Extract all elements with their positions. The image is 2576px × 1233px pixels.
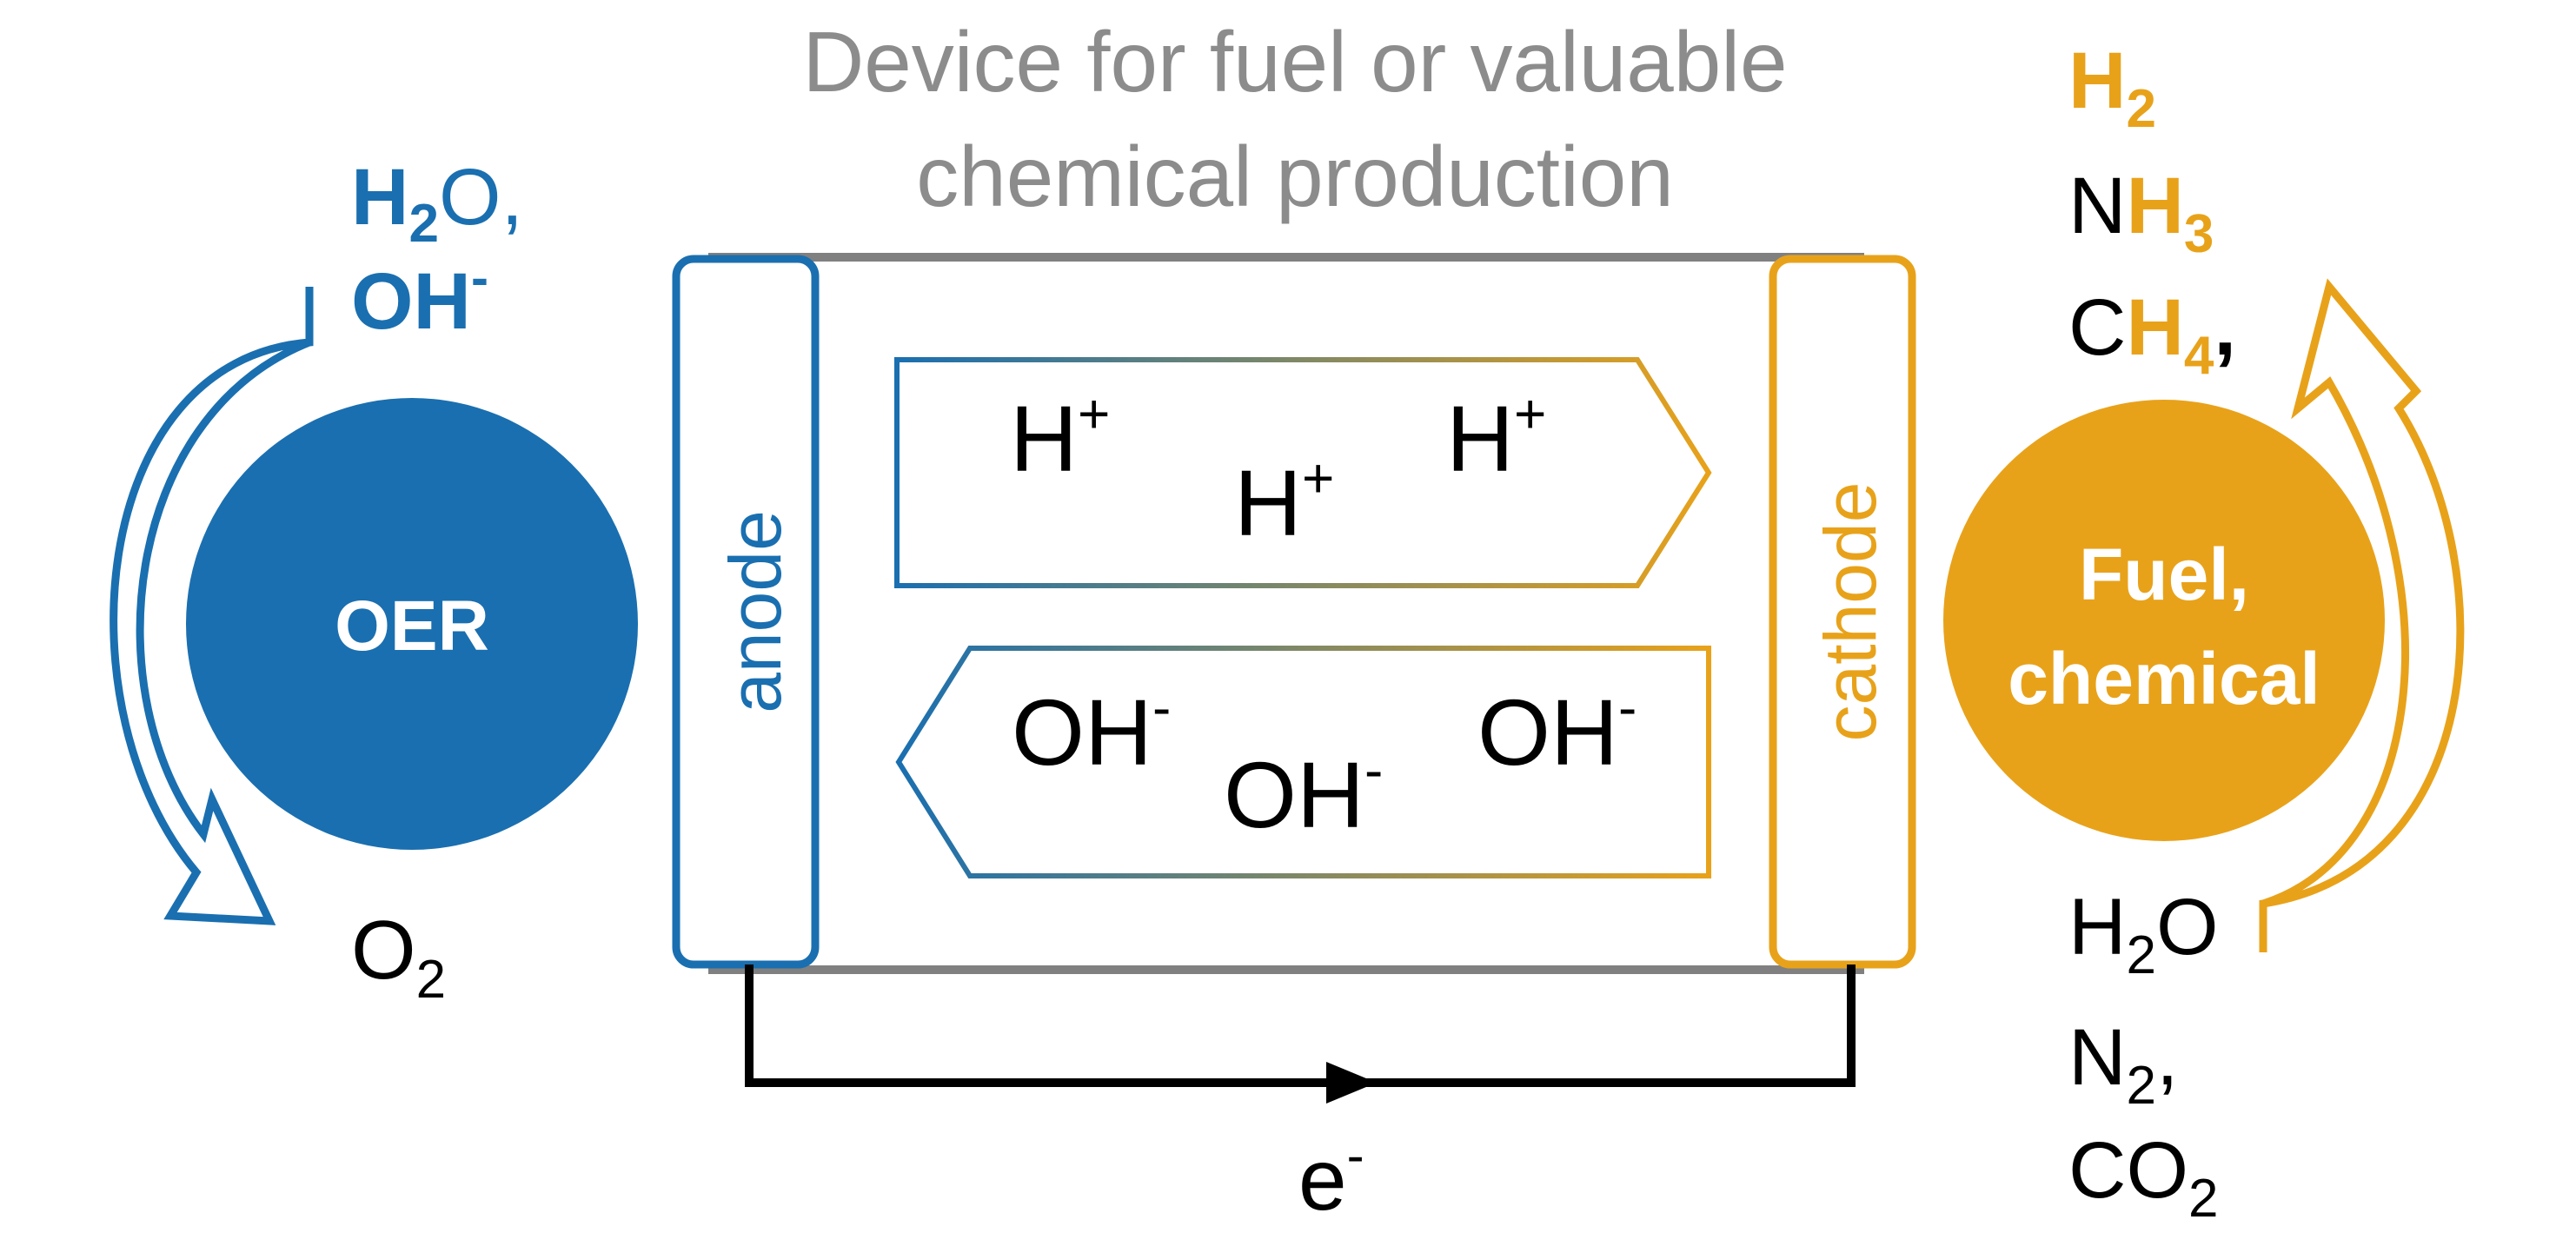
reactant-carbon-dioxide: CO2 — [2068, 1126, 2218, 1229]
fuel-circle-line-2: chemical — [2008, 638, 2320, 719]
fuel-circle-line-1: Fuel, — [2079, 534, 2249, 615]
hydroxide-flow-arrow — [895, 646, 1711, 878]
electron-label: e- — [1298, 1126, 1364, 1229]
title-line-1: Device for fuel or valuable — [802, 14, 1787, 109]
cathode-label: cathode — [1809, 482, 1891, 742]
reactant-nitrogen: N2, — [2068, 1013, 2179, 1116]
proton-flow-arrow — [894, 357, 1712, 588]
oer-circle — [186, 398, 638, 850]
oxygen-output-label: O2 — [351, 904, 446, 1010]
hydroxide-ion-3: OH- — [1477, 676, 1637, 785]
water-input-label: H2O, — [351, 153, 523, 254]
proton-ion-1: H+ — [1010, 382, 1110, 491]
oer-cycle-arrow — [110, 287, 314, 925]
product-methane: CH4, — [2068, 283, 2236, 386]
hydroxide-ion-2: OH- — [1224, 739, 1383, 847]
hydroxide-ion-1: OH- — [1012, 676, 1171, 785]
product-hydrogen: H2 — [2068, 36, 2156, 139]
fuel-cycle-arrow — [2259, 278, 2465, 952]
proton-ion-2: H+ — [1234, 447, 1334, 555]
title-line-2: chemical production — [916, 129, 1674, 224]
reactant-water: H2O — [2068, 883, 2219, 985]
anode-label: anode — [714, 510, 796, 713]
proton-ion-3: H+ — [1446, 382, 1546, 491]
oer-label: OER — [335, 587, 489, 666]
external-circuit-wire — [745, 965, 1856, 1087]
fuel-chemical-circle — [1943, 400, 2385, 841]
cathode-electrode — [1769, 255, 1916, 969]
electron-direction-arrowhead — [1326, 1062, 1377, 1104]
product-ammonia: NH3 — [2068, 162, 2214, 264]
hydroxide-input-label: OH- — [351, 249, 488, 346]
